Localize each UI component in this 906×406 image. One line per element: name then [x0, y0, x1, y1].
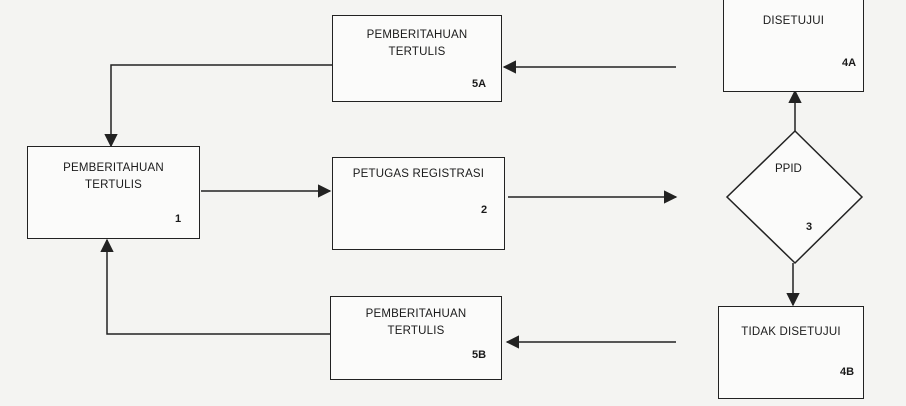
box-2-label: PETUGAS REGISTRASI [352, 168, 485, 180]
box-2-number: 2 [481, 204, 488, 216]
box-5a-label: PEMBERITAHUAN TERTULIS [366, 29, 468, 58]
box-4b-tidak-disetujui: TIDAK DISETUJUI 4B [718, 306, 864, 399]
box-5b-label: PEMBERITAHUAN TERTULIS [365, 308, 467, 337]
box-1-pemberitahuan-tertulis: PEMBERITAHUAN TERTULIS 1 [27, 146, 200, 239]
box-4b-number: 4B [840, 366, 855, 378]
arrow-5a-to-1 [104, 64, 332, 148]
arrow-5b-to-1 [100, 238, 330, 335]
box-5b-number: 5B [472, 349, 487, 361]
box-4a-label: DISETUJUI [762, 15, 825, 27]
box-5b-pemberitahuan-tertulis: PEMBERITAHUAN TERTULIS 5B [330, 296, 502, 380]
box-5a-number: 5A [472, 78, 487, 90]
decision-diamond-3 [725, 129, 864, 265]
box-1-label: PEMBERITAHUAN TERTULIS [63, 162, 164, 191]
decision-3-number: 3 [806, 221, 813, 233]
box-5a-pemberitahuan-tertulis: PEMBERITAHUAN TERTULIS 5A [332, 15, 502, 102]
box-2-petugas-registrasi: PETUGAS REGISTRASI 2 [332, 157, 505, 250]
box-4a-number: 4A [842, 57, 857, 69]
box-4a-disetujui: DISETUJUI 4A [723, 0, 864, 92]
box-4b-label: TIDAK DISETUJUI [741, 326, 841, 338]
box-1-number: 1 [175, 213, 182, 225]
decision-3-label: PPID [775, 163, 802, 175]
